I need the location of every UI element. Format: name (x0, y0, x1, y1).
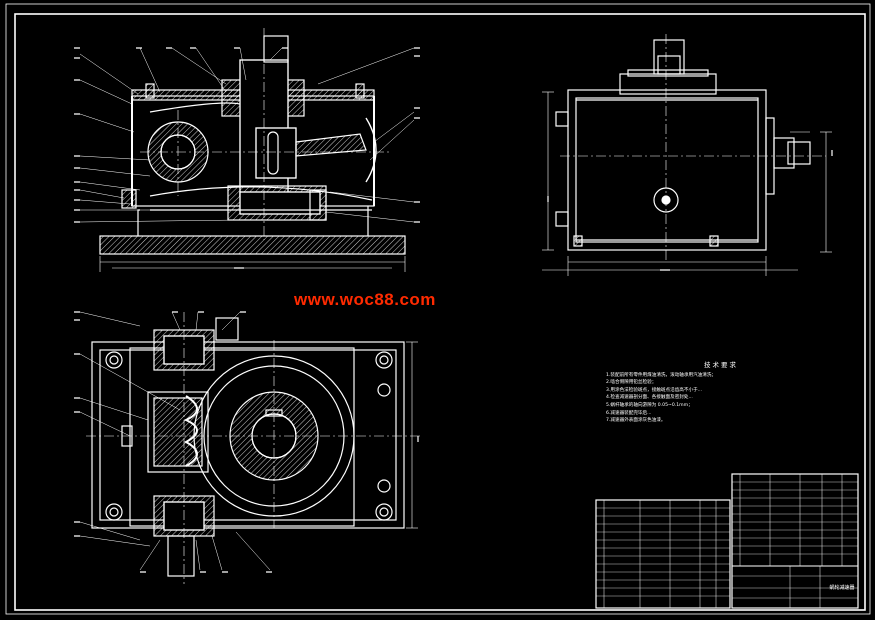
front-section-view (79, 28, 415, 272)
part-number-marks (74, 47, 833, 573)
top-view (79, 311, 420, 584)
parts-list-table (595, 473, 859, 609)
technical-requirements: 技术要求 1.装配前所有零件用煤油清洗，滚动轴承用汽油清洗； 2.啮合侧隙用铅丝… (606, 361, 836, 425)
requirement-line: 3.用涂色法检验斑点，接触斑点沿齿高不小于... (606, 387, 703, 393)
side-view (542, 34, 832, 276)
requirement-line: 5.蜗杆轴承的轴向游隙为 0.05~0.1mm； (606, 402, 693, 408)
title-block-drawing-name: 蜗轮减速器 (829, 585, 855, 591)
requirement-line: 7.减速器外表面涂灰色油漆。 (606, 418, 666, 424)
requirement-line: 2.啮合侧隙用铅丝检验； (606, 380, 657, 386)
drawing-frame (5, 3, 871, 615)
requirement-line: 4.检查减速器剖分面、各接触面及密封处... (606, 395, 693, 401)
watermark-url: www.woc88.com (294, 290, 436, 309)
technical-requirements-title: 技术要求 (704, 361, 738, 369)
requirement-line: 6.减速器装配完毕后... (606, 410, 652, 416)
requirement-line: 1.装配前所有零件用煤油清洗，滚动轴承用汽油清洗； (606, 372, 717, 378)
